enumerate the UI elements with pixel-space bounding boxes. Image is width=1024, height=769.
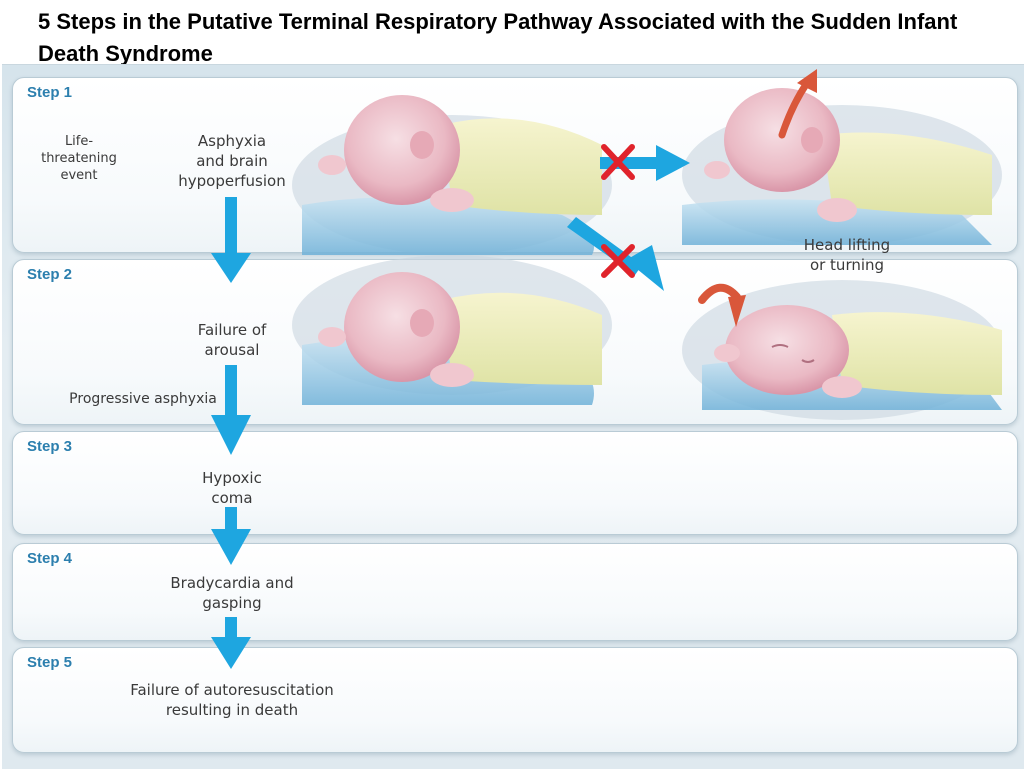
blocked-x-icon	[601, 244, 635, 278]
step-2-label: Step 2	[27, 266, 73, 283]
flow-arrow-icon	[211, 365, 251, 455]
infant-illustration	[292, 95, 612, 255]
flow-arrow-icon	[211, 507, 251, 565]
step-4-label: Step 4	[27, 550, 73, 567]
hypoxic-coma-label: Hypoxic coma	[202, 469, 262, 507]
failure-of-arousal-label: Failure of arousal	[197, 321, 267, 359]
illustration-layer	[211, 69, 1002, 669]
step-1-label: Step 1	[27, 84, 73, 101]
slide-title: 5 Steps in the Putative Terminal Respira…	[38, 9, 958, 66]
bradycardia-label: Bradycardia and gasping	[170, 574, 294, 612]
infant-illustration	[682, 88, 1002, 245]
flow-arrow-icon	[211, 617, 251, 669]
asphyxia-label: Asphyxia and brain hypoperfusion	[178, 132, 286, 190]
step-3-label: Step 3	[27, 438, 73, 455]
step-3-panel: Step 3	[12, 431, 1018, 535]
pathway-figure: Step 1 Step 2 Step 3 Step 4 Step 5	[2, 64, 1024, 769]
infant-illustration	[292, 255, 612, 405]
failure-of-autoresuscitation-label: Failure of autoresuscitation resulting i…	[130, 681, 334, 719]
step-5-panel: Step 5	[12, 647, 1018, 753]
step-4-panel: Step 4	[12, 543, 1018, 641]
head-movement-arrow-icon	[778, 69, 817, 139]
step-5-label: Step 5	[27, 654, 73, 671]
infant-illustration	[682, 280, 1002, 420]
head-movement-arrow-icon	[698, 283, 746, 327]
life-threatening-event-label: Life- threatening event	[41, 134, 117, 183]
head-lifting-label: Head lifting or turning	[803, 236, 891, 274]
flow-arrow-icon	[211, 197, 251, 283]
blocked-x-icon	[601, 144, 635, 180]
progressive-asphyxia-label: Progressive asphyxia	[69, 391, 217, 407]
